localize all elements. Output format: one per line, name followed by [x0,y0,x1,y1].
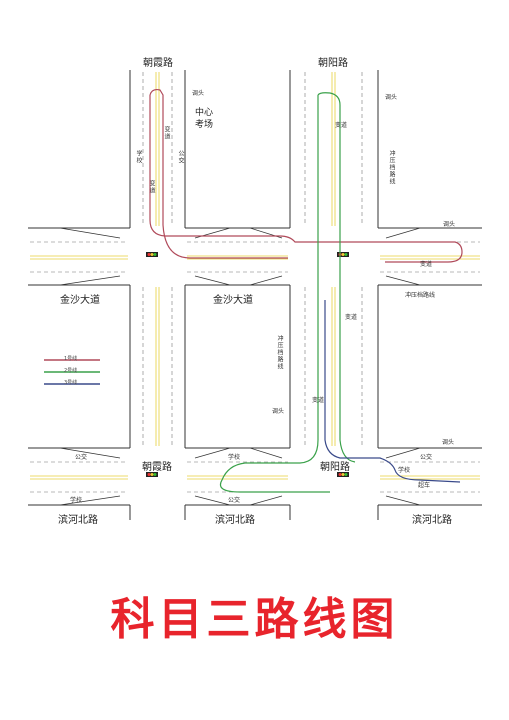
road-label-binhe-right: 滨河北路 [412,515,452,526]
lane-change-marker-5: 变道 [345,314,358,321]
route-3-line [324,300,461,483]
school-marker-3: 学校 [70,497,83,504]
legend-label-2: 2号线 [64,368,78,374]
road-label-chaoyang-top: 朝阳路 [318,58,348,69]
road-edges [28,70,482,520]
lane-change-marker-2: 变道 [335,122,348,129]
route-2-line [219,92,341,493]
overtake-marker: 超车 [418,482,431,489]
traffic-light-icons [146,252,349,477]
bus-marker-4: 公交 [420,454,433,461]
route-2-loop [339,120,356,463]
legend [44,359,100,385]
u-turn-marker-3: 调头 [443,221,456,228]
legend-label-3: 3号线 [64,380,78,386]
road-label-jinsha-mid: 金沙大道 [213,295,253,306]
school-marker-1: 学校 [135,150,142,164]
route-1-line [149,95,463,263]
route-1-loop [149,88,288,259]
center-lines [30,72,480,480]
page-title: 科目三路线图 [110,594,399,645]
chongluo-route-label-mid: 冲压档路线 [405,292,436,299]
school-marker-4: 学校 [398,467,411,474]
school-marker-2: 学校 [228,454,241,461]
lane-change-marker-1: 变道 [163,126,170,140]
bus-marker-2: 公交 [75,454,88,461]
chongluo-route-label-side: 冲压档路线 [276,335,283,370]
road-label-zhaoxia-bottom: 朝霞路 [142,462,172,473]
u-turn-marker-1: 调头 [192,90,205,97]
u-turn-marker-5: 调头 [442,439,455,446]
lane-change-marker-3: 变道 [148,180,155,194]
road-label-chaoyang-bottom: 朝阳路 [320,462,350,473]
road-label-binhe-mid: 滨河北路 [215,515,255,526]
bus-marker-3: 公交 [228,497,241,504]
u-turn-marker-4: 调头 [272,408,285,415]
road-label-jinsha-left: 金沙大道 [60,295,100,306]
road-label-binhe-left: 滨河北路 [58,515,98,526]
road-label-zhaoxia-top: 朝霞路 [143,58,173,69]
lane-change-marker-4: 变道 [420,261,433,268]
chongluo-route-label-right: 冲压档路线 [388,150,395,185]
legend-label-1: 1号线 [64,356,78,362]
bus-marker-1: 公交 [177,150,184,164]
exam-center-label: 中心 考场 [195,108,214,130]
lane-dashes [30,72,480,493]
lane-change-marker-6: 变道 [312,397,325,404]
u-turn-marker-2: 调头 [385,94,398,101]
